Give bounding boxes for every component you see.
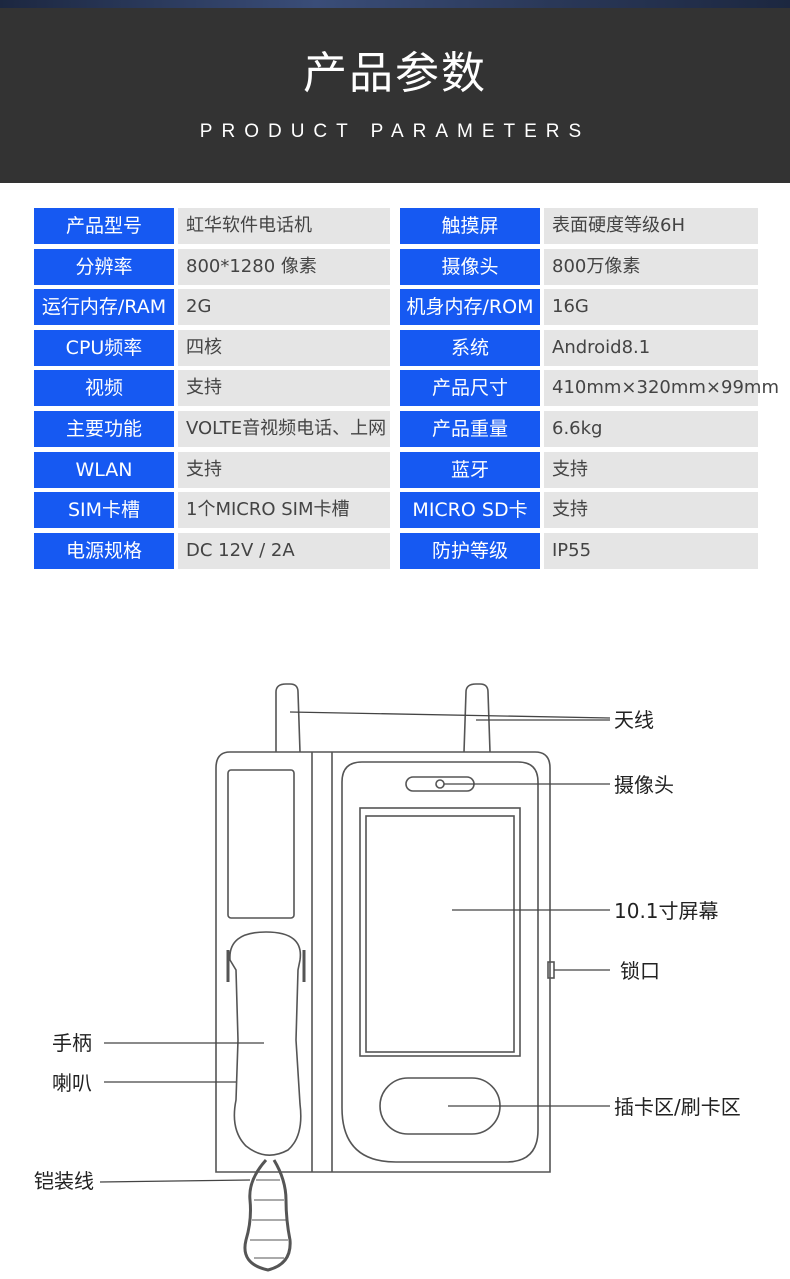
product-diagram: 天线 摄像头 10.1寸屏幕 锁口 手柄 喇叭 插卡区/刷卡区 铠装线 — [0, 660, 790, 1279]
spec-label: 系统 — [400, 330, 540, 366]
spec-label: 机身内存/ROM — [400, 289, 540, 325]
spec-label: 分辨率 — [34, 249, 174, 285]
phone-line-drawing — [99, 683, 611, 1272]
spec-value: 表面硬度等级6H — [544, 208, 758, 244]
spec-value: 支持 — [178, 452, 390, 488]
spec-label: 防护等级 — [400, 533, 540, 569]
spec-value: IP55 — [544, 533, 758, 569]
info-window — [227, 769, 295, 919]
spec-label: 运行内存/RAM — [34, 289, 174, 325]
spec-label: SIM卡槽 — [34, 492, 174, 528]
page-subtitle: PRODUCT PARAMETERS — [199, 121, 591, 142]
table-row: 产品型号 虹华软件电话机 触摸屏 表面硬度等级6H — [34, 208, 758, 244]
page-title: 产品参数 — [303, 48, 487, 99]
callout-card-area: 插卡区/刷卡区 — [614, 1095, 741, 1119]
callout-speaker: 喇叭 — [52, 1071, 92, 1095]
spec-value: VOLTE音视频电话、上网 — [178, 411, 390, 447]
spec-label: CPU频率 — [34, 330, 174, 366]
antenna-left-icon — [275, 683, 301, 753]
leader-antenna-left — [289, 711, 611, 719]
phone-body — [215, 751, 551, 1173]
table-row: SIM卡槽 1个MICRO SIM卡槽 MICRO SD卡 支持 — [34, 492, 758, 528]
spec-label: 视频 — [34, 370, 174, 406]
screen-inner — [365, 815, 515, 1053]
callout-antenna: 天线 — [614, 708, 654, 732]
spec-value: 支持 — [544, 452, 758, 488]
spec-table: 产品型号 虹华软件电话机 触摸屏 表面硬度等级6H 分辨率 800*1280 像… — [34, 208, 779, 570]
screen-housing — [341, 761, 539, 1163]
spec-value: 410mm×320mm×99mm — [544, 370, 779, 406]
spec-label: 摄像头 — [400, 249, 540, 285]
spec-label: 产品型号 — [34, 208, 174, 244]
spec-value: 1个MICRO SIM卡槽 — [178, 492, 390, 528]
lock-icon — [547, 961, 555, 979]
camera-lens-icon — [435, 779, 445, 789]
spec-value: 16G — [544, 289, 758, 325]
handset-icon — [229, 931, 302, 1156]
spec-value: 800万像素 — [544, 249, 758, 285]
callout-camera: 摄像头 — [614, 773, 674, 797]
screen-outer — [359, 807, 521, 1057]
table-row: CPU频率 四核 系统 Android8.1 — [34, 330, 758, 366]
spec-value: DC 12V / 2A — [178, 533, 390, 569]
header-banner: 产品参数 PRODUCT PARAMETERS — [0, 0, 790, 183]
spec-value: 800*1280 像素 — [178, 249, 390, 285]
spec-label: 主要功能 — [34, 411, 174, 447]
callout-lock: 锁口 — [620, 959, 660, 983]
spec-value: 虹华软件电话机 — [178, 208, 390, 244]
table-row: 运行内存/RAM 2G 机身内存/ROM 16G — [34, 289, 758, 325]
armored-cable-icon — [243, 1158, 292, 1272]
spec-value: 6.6kg — [544, 411, 758, 447]
table-row: 视频 支持 产品尺寸 410mm×320mm×99mm — [34, 370, 779, 406]
spec-label: 产品尺寸 — [400, 370, 540, 406]
antenna-right-icon — [463, 683, 491, 753]
spec-value: Android8.1 — [544, 330, 758, 366]
table-row: 电源规格 DC 12V / 2A 防护等级 IP55 — [34, 533, 758, 569]
callout-screen: 10.1寸屏幕 — [614, 899, 719, 923]
spec-value: 支持 — [544, 492, 758, 528]
banner-top-strip — [0, 0, 790, 8]
spec-value: 2G — [178, 289, 390, 325]
spec-label: 产品重量 — [400, 411, 540, 447]
spec-label: 电源规格 — [34, 533, 174, 569]
spec-label: 蓝牙 — [400, 452, 540, 488]
callout-armored-cable: 铠装线 — [34, 1169, 94, 1193]
spec-label: 触摸屏 — [400, 208, 540, 244]
table-row: WLAN 支持 蓝牙 支持 — [34, 452, 758, 488]
spec-value: 四核 — [178, 330, 390, 366]
handset-cradle-icon — [226, 950, 306, 982]
spec-label: MICRO SD卡 — [400, 492, 540, 528]
spec-value: 支持 — [178, 370, 390, 406]
spec-label: WLAN — [34, 452, 174, 488]
leader-cable — [99, 1179, 251, 1183]
table-row: 主要功能 VOLTE音视频电话、上网 产品重量 6.6kg — [34, 411, 758, 447]
table-row: 分辨率 800*1280 像素 摄像头 800万像素 — [34, 249, 758, 285]
callout-handset: 手柄 — [52, 1031, 92, 1055]
